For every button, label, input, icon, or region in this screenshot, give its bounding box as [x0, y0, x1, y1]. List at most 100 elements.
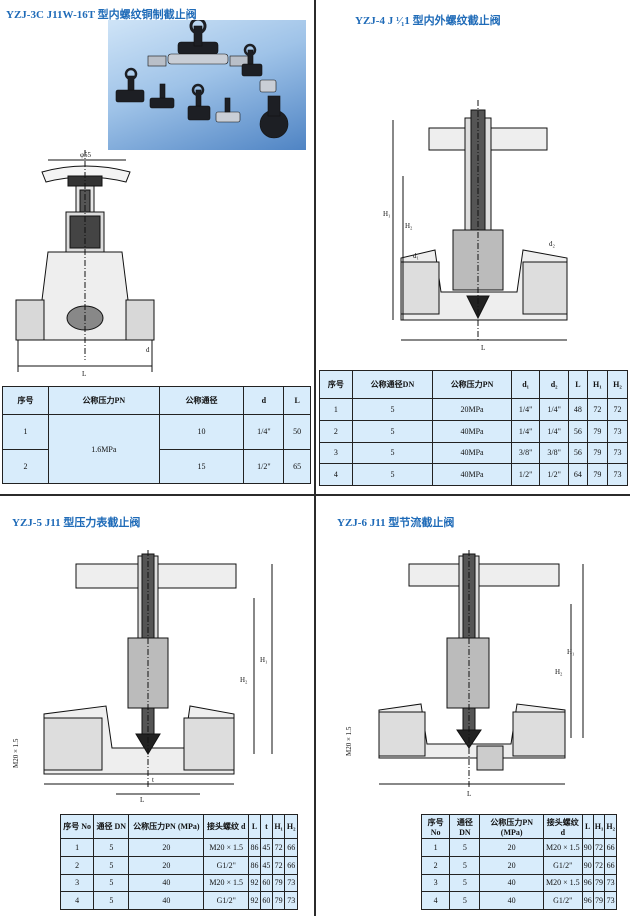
header-d2: d₂	[539, 370, 569, 399]
cell: 1/4"	[510, 398, 541, 421]
cell: M20 × 1.5	[542, 838, 583, 857]
panel-yzj3c: YZJ-3C J11W-16T 型内螺纹铜制截止阀	[0, 0, 313, 492]
cell: 86	[248, 838, 261, 857]
cell: 3	[420, 873, 451, 893]
product-photo	[108, 17, 306, 150]
header-no: 序号 No	[59, 814, 95, 839]
header-pn: 公称压力PN (MPa)	[479, 814, 544, 839]
cell: 72	[592, 855, 606, 875]
cell: 73	[606, 463, 629, 486]
horizontal-divider	[0, 494, 630, 496]
cell: 72	[592, 838, 606, 857]
cell: 65	[283, 448, 311, 484]
dim-H2: H₂	[555, 668, 563, 676]
header-L: L	[567, 370, 588, 399]
cell: 73	[284, 873, 298, 893]
cell: 73	[604, 873, 617, 893]
valve-photo-illustration	[115, 17, 289, 139]
dim-H1: H₁	[383, 210, 391, 218]
cell: 96	[581, 891, 594, 910]
cell: 20	[479, 838, 544, 857]
cell: 1	[319, 398, 353, 421]
cell: 20	[128, 838, 205, 857]
cell: 20MPa	[432, 398, 512, 421]
cell: 72	[271, 838, 286, 857]
dim-d1: d₁	[413, 252, 419, 260]
cell: 1/2"	[243, 448, 285, 484]
cell: 40MPa	[432, 441, 512, 465]
cell: 4	[319, 463, 353, 486]
cell: 79	[592, 873, 606, 893]
cell: 66	[604, 838, 617, 857]
cell: 73	[606, 441, 629, 465]
cell: 5	[449, 891, 481, 910]
cell: 1	[420, 838, 451, 857]
header-pn: 公称压力PN	[432, 370, 512, 399]
dim-thread: M20 × 1.5	[345, 726, 353, 756]
cell: 5	[93, 873, 130, 893]
dim-L: L	[82, 370, 86, 378]
cell: 1/4"	[243, 414, 285, 450]
cell: 90	[581, 855, 594, 875]
dim-top: φ55	[80, 151, 92, 159]
dim-L: L	[467, 790, 471, 798]
cell: 90	[581, 838, 594, 857]
table-row: 1 1.6MPa 10 1/4" 50	[1, 414, 311, 484]
cell: G1/2"	[203, 891, 250, 910]
cell: 20	[128, 855, 205, 875]
cell: 1/4"	[539, 419, 569, 443]
cell: 86	[248, 855, 261, 875]
header-L: L	[283, 386, 311, 415]
header-L: L	[581, 814, 594, 839]
panel-title: YZJ-5 J11 型压力表截止阀	[12, 517, 141, 529]
header-L: L	[248, 814, 261, 839]
cell: 73	[604, 891, 617, 910]
cell: 1/4"	[539, 398, 569, 421]
cell: 64	[567, 463, 588, 486]
panel-yzj5: YZJ-5 J11 型压力表截止阀 H₁ H₂ M20 × 1.5 t L 序号…	[0, 498, 313, 916]
cell: 5	[449, 855, 481, 875]
cell: 66	[284, 838, 298, 857]
header-H2: H₂	[606, 370, 629, 399]
header-thread: 接头螺纹 d	[203, 814, 250, 839]
cell: 1	[59, 838, 95, 857]
header-dn: 通径 DN	[93, 814, 130, 839]
valve-drawing: H₁ H₂ d₁ d₂ L	[383, 100, 568, 352]
cell: 5	[93, 891, 130, 910]
header-thread: 接头螺纹 d	[542, 814, 583, 839]
cell: 5	[449, 873, 481, 893]
dim-d: d	[146, 346, 150, 354]
cell: 92	[248, 873, 261, 893]
dim-L: L	[140, 796, 144, 804]
cell: 5	[351, 419, 434, 443]
cell: 45	[259, 838, 273, 857]
cell: 1/2"	[539, 463, 569, 486]
dim-d2: d₂	[549, 240, 556, 248]
cell: 3/8"	[510, 441, 541, 465]
cell: 5	[93, 855, 130, 875]
header-pn: 公称压力PN (MPa)	[128, 814, 205, 839]
cell: 79	[586, 419, 608, 443]
cell: G1/2"	[203, 855, 250, 875]
cell: 79	[592, 891, 606, 910]
cell: 5	[449, 838, 481, 857]
panel-yzj6: YZJ-6 J11 型节流截止阀 H₁ H₂ M20 × 1.5 L 序号 No…	[317, 498, 630, 916]
header-dn: 公称通径DN	[351, 370, 434, 399]
valve-drawing: H₁ H₂ M20 × 1.5 t L	[12, 550, 273, 804]
cell: 40	[128, 873, 205, 893]
header-H2: H₂	[284, 814, 298, 839]
cell: 56	[567, 419, 588, 443]
cell-pn: 1.6MPa	[48, 414, 160, 484]
cell: 1	[1, 414, 50, 450]
cell: 3	[59, 873, 95, 893]
cell: 50	[283, 414, 311, 450]
cell: 72	[586, 398, 608, 421]
